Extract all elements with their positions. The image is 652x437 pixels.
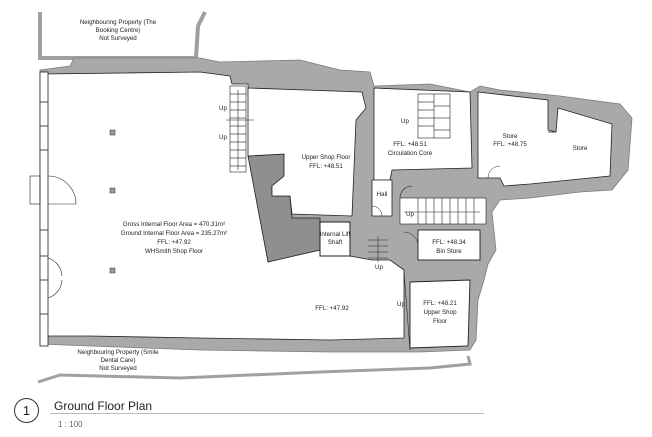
neighbour-top-line: Neighbouring Property (The <box>80 19 157 26</box>
columns <box>109 129 116 274</box>
upper-shop-floor-rear-line: Upper Shop <box>423 309 457 316</box>
drawing-number: 1 <box>22 403 31 418</box>
circulation-core-label: FFL: +48.51 Circulation Core <box>388 141 433 157</box>
upper-shop-floor-rear-line: FFL: +48.21 <box>423 300 457 307</box>
stair-small <box>368 236 388 262</box>
upper-shop-floor-label: Upper Shop Floor FFL: +48.51 <box>302 154 351 170</box>
stair-up-label: Up <box>406 211 414 218</box>
stair-up-label: Up <box>401 118 409 125</box>
lift-shaft-line: Shaft <box>328 239 343 246</box>
drawing-title-block: 1 Ground Floor Plan 1 : 100 <box>14 398 484 434</box>
stair-upper-shop <box>226 85 254 173</box>
neighbour-top-line: Not Surveyed <box>99 35 137 42</box>
store-2-label: Store <box>573 145 588 152</box>
front-facade-strip <box>39 71 49 347</box>
rear-stair-line <box>403 271 411 351</box>
upper-shop-floor-line: Upper Shop Floor <box>302 154 351 161</box>
front-window-mullions <box>40 101 48 315</box>
bin-store-line: Bin Store <box>436 248 462 255</box>
main-shop-label: Gross Internal Floor Area = 470.31m² Gro… <box>121 221 227 255</box>
lift-shaft-room <box>319 221 351 257</box>
neighbour-bottom-line: Dental Care) <box>100 357 135 364</box>
stair-circulation-core <box>417 93 451 139</box>
upper-shop-floor-rear-line: Floor <box>433 318 447 325</box>
circulation-core-line: FFL: +48.51 <box>393 141 427 148</box>
bin-store-door-swing <box>403 231 419 247</box>
store-1-line: FFL: +48.75 <box>493 141 527 148</box>
main-shop-line: Gross Internal Floor Area = 470.31m² <box>123 221 225 228</box>
neighbour-top-label: Neighbouring Property (The Booking Centr… <box>80 19 157 42</box>
upper-shop-floor-room <box>247 87 367 217</box>
neighbour-top-line: Booking Centre) <box>96 27 141 34</box>
store-room-1 <box>477 91 613 187</box>
drawing-scale: 1 : 100 <box>58 420 83 429</box>
drawing-title: Ground Floor Plan <box>54 399 153 413</box>
rear-area-label: FFL: +47.92 <box>315 305 349 312</box>
upper-shop-floor-line: FFL: +48.51 <box>309 163 343 170</box>
neighbour-bottom-line: Neighbouring Property (Smile <box>77 349 159 356</box>
front-door-swings <box>29 175 77 299</box>
bin-store-line: FFL: +48.34 <box>432 239 466 246</box>
main-shop-line: Ground Internal Floor Area = 235.27m² <box>121 230 227 237</box>
stair-up-label: Up <box>397 301 405 308</box>
main-shop-line: WHSmith Shop Floor <box>145 248 203 255</box>
stair-rear <box>399 185 487 225</box>
stair-up-label: Up <box>375 264 383 271</box>
drawing-number-badge: 1 <box>14 398 39 423</box>
hall-room <box>371 179 393 217</box>
bin-store-room <box>417 229 481 261</box>
title-underline <box>50 413 484 414</box>
neighbour-bottom-boundary <box>37 355 472 384</box>
lift-shaft-line: Internal Lift <box>320 231 351 238</box>
neighbour-bottom-label: Neighbouring Property (Smile Dental Care… <box>77 349 159 372</box>
store-door-swing <box>487 165 501 179</box>
circulation-core-line: Circulation Core <box>388 150 433 157</box>
main-shop-line: FFL: +47.92 <box>157 239 191 246</box>
hall-label: Hall <box>377 191 388 198</box>
neighbour-bottom-line: Not Surveyed <box>99 365 137 372</box>
lift-shaft-label: Internal Lift Shaft <box>320 231 351 246</box>
upper-shop-floor-rear-label: FFL: +48.21 Upper Shop Floor <box>423 300 457 325</box>
stair-up-label: Up <box>219 105 227 112</box>
hall-door-swing <box>371 205 383 217</box>
stair-up-label: Up <box>219 134 227 141</box>
bin-store-label: FFL: +48.34 Bin Store <box>432 239 466 255</box>
store-1-line: Store <box>503 133 518 140</box>
upper-shop-floor-rear-room <box>409 279 471 349</box>
store-1-label: Store FFL: +48.75 <box>493 133 527 148</box>
